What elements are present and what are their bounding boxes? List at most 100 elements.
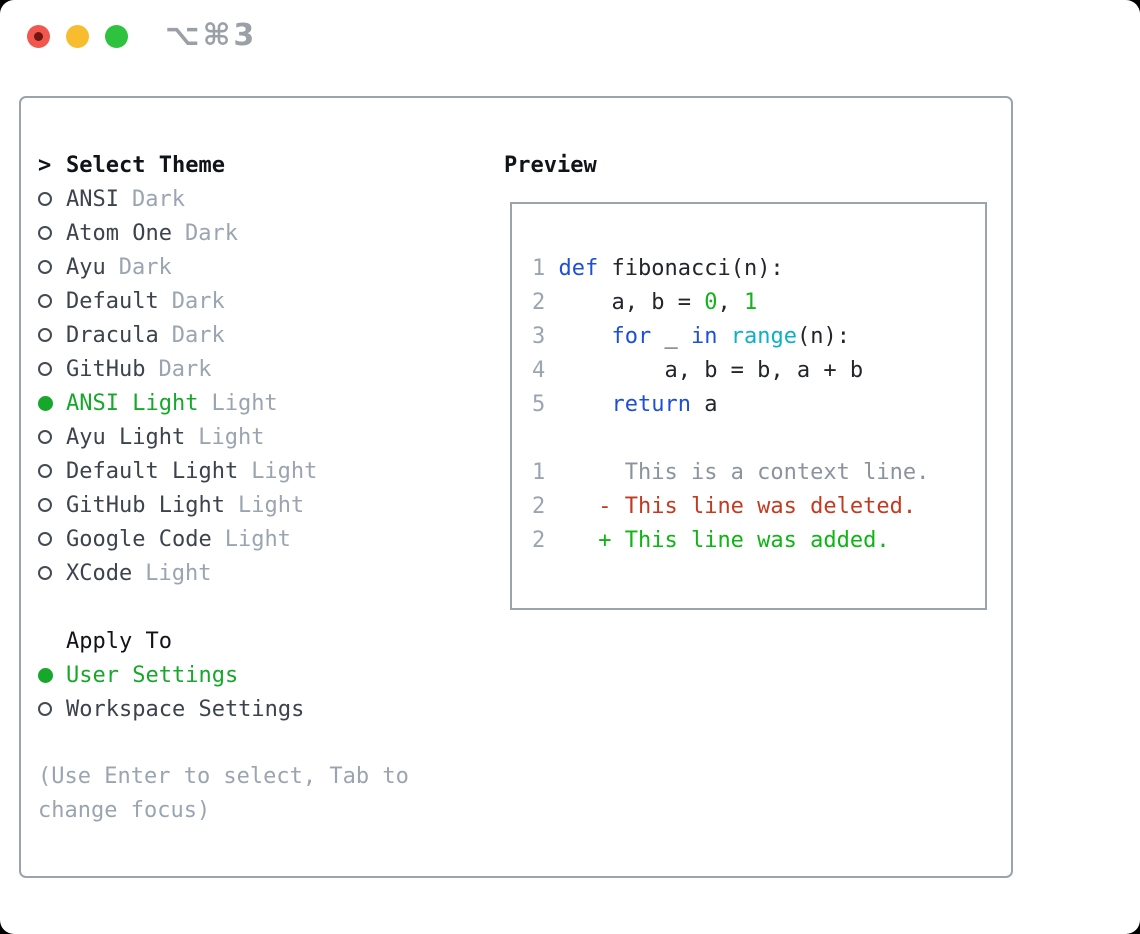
theme-option-atom-one[interactable]: Atom One Dark [38,216,409,250]
radio-icon [38,226,52,240]
code-line: 2 + This line was added. [532,524,929,558]
theme-variant-tag: Dark [171,322,225,348]
code-token-line-number: 2 [532,528,559,553]
theme-variant-tag: Dark [158,356,212,382]
code-line [532,422,929,456]
code-token-deleted: - This line was deleted. [558,494,917,519]
theme-options-list: ANSI Dark Atom One Dark Ayu Dark Default… [38,182,409,590]
code-token-default: a, b = b, a + b [558,358,864,383]
code-token-line-number: 2 [532,290,559,315]
minimize-button[interactable] [66,25,89,48]
apply-option-workspace-settings[interactable]: Workspace Settings [38,692,409,726]
radio-icon [38,566,52,580]
theme-option-default-light[interactable]: Default Light Light [38,454,409,488]
apply-to-heading-label: Apply To [66,628,172,654]
select-theme-heading: > Select Theme [38,148,409,182]
code-token-added: + This line was added. [558,528,890,553]
code-token-line-number: 3 [532,324,559,349]
code-line: 1 This is a context line. [532,456,929,490]
option-label: GitHub Light [66,492,225,518]
radio-icon [38,362,52,376]
code-token-function: range [730,324,797,349]
code-token-line-number: 5 [532,392,559,417]
theme-variant-tag: Light [198,424,265,450]
theme-variant-tag: Light [237,492,305,518]
theme-selector-panel: > Select Theme ANSI Dark Atom One Dark A… [19,96,1013,878]
code-line: 2 a, b = 0, 1 [532,286,929,320]
radio-icon [38,430,52,444]
preview-heading: Preview [504,152,597,178]
code-token-default: a, b = [558,290,705,315]
code-line: 2 - This line was deleted. [532,490,929,524]
code-line: 5 return a [532,388,929,422]
code-token-keyword: for [611,324,652,349]
radio-icon [38,328,52,342]
close-dot-icon [34,32,43,41]
theme-option-dracula[interactable]: Dracula Dark [38,318,409,352]
code-token-default: a [690,392,718,417]
code-line: 4 a, b = b, a + b [532,354,929,388]
option-label: Dracula [66,322,159,348]
theme-option-ansi[interactable]: ANSI Dark [38,182,409,216]
traffic-lights [27,25,128,48]
code-token-default: , [717,290,744,315]
option-label: User Settings [66,662,239,688]
option-label: Workspace Settings [66,696,305,722]
radio-icon [38,498,52,512]
code-token-line-number: 4 [532,358,559,383]
theme-variant-tag: Dark [184,220,238,246]
help-text-line-2: change focus) [38,798,211,823]
radio-icon [38,464,52,478]
theme-option-ansi-light[interactable]: ANSI Light Light [38,386,409,420]
radio-icon [38,395,53,411]
code-token-number: 0 [704,290,718,315]
code-token-number: 1 [743,290,758,315]
theme-option-xcode[interactable]: XCode Light [38,556,409,590]
radio-icon [38,294,52,308]
theme-option-ayu[interactable]: Ayu Dark [38,250,409,284]
focus-caret-icon: > [38,152,52,178]
code-token-context: This is a context line. [558,460,930,485]
theme-list-section: > Select Theme ANSI Dark Atom One Dark A… [38,148,409,828]
theme-variant-tag: Dark [171,288,225,314]
window-title: ⌥⌘3 [165,18,258,53]
theme-variant-tag: Light [211,390,278,416]
option-label: ANSI Light [66,390,199,416]
zoom-button[interactable] [105,25,128,48]
code-token-keyword: def [558,256,599,281]
theme-variant-tag: Light [251,458,318,484]
code-token-keyword: return [611,392,691,417]
theme-option-google-code[interactable]: Google Code Light [38,522,409,556]
code-token-default: fibonacci(n): [598,256,784,281]
close-button[interactable] [27,25,50,48]
option-label: Ayu Light [66,424,186,450]
theme-variant-tag: Light [224,526,291,552]
radio-icon [38,192,52,206]
option-label: GitHub [66,356,146,382]
theme-option-github-light[interactable]: GitHub Light Light [38,488,409,522]
code-token-line-number: 1 [532,460,559,485]
radio-icon [38,702,52,716]
code-token-default: (n): [796,324,850,349]
option-label: Atom One [66,220,172,246]
theme-option-default[interactable]: Default Dark [38,284,409,318]
code-token-line-number: 2 [532,494,559,519]
radio-icon [38,532,52,546]
code-line: 3 for _ in range(n): [532,320,929,354]
code-token-line-number: 1 [532,256,559,281]
theme-option-github[interactable]: GitHub Dark [38,352,409,386]
theme-option-ayu-light[interactable]: Ayu Light Light [38,420,409,454]
apply-to-heading: Apply To [38,624,409,658]
code-token-default: _ [651,324,691,349]
spacer [38,590,409,624]
option-label: Ayu [66,254,106,280]
radio-icon [38,667,53,683]
option-label: XCode [66,560,133,586]
apply-to-options-list: User Settings Workspace Settings [38,658,409,726]
option-label: Default [66,288,159,314]
apply-option-user-settings[interactable]: User Settings [38,658,409,692]
option-label: Default Light [66,458,239,484]
option-label: Google Code [66,526,212,552]
